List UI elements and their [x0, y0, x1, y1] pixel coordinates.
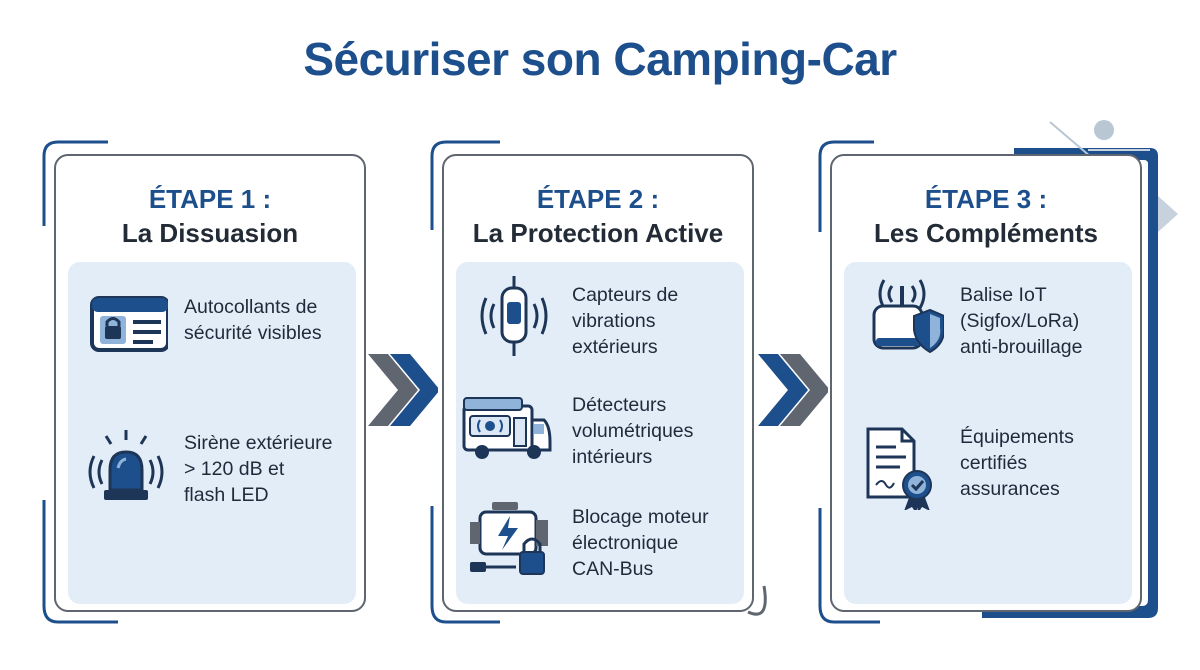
engine-lock-icon [470, 502, 548, 575]
step-card-3: ÉTAPE 3 : Les Compléments Balise IoT (Si… [830, 154, 1142, 612]
chevron-arrow-icon [758, 354, 828, 426]
siren-icon [88, 430, 164, 500]
step-label: ÉTAPE 1 : [148, 184, 272, 214]
item-text: Équipements certifiés assurances [960, 426, 1074, 500]
motorhome-detector-icon [462, 397, 552, 459]
vibration-sensor-icon [480, 276, 548, 356]
item-text: Blocage moteur électronique CAN-Bus [572, 506, 709, 580]
step-label: ÉTAPE 2 : [536, 184, 660, 214]
step-header: ÉTAPE 1 : La Dissuasion [56, 182, 364, 250]
page-title: Sécuriser son Camping-Car [303, 33, 897, 85]
item-text: Détecteurs volumétriques intérieurs [572, 394, 694, 468]
step-name: La Protection Active [472, 218, 724, 248]
iot-beacon-icon [872, 279, 944, 354]
step-label: ÉTAPE 3 : [924, 184, 1048, 214]
step-card-2: ÉTAPE 2 : La Protection Active Capteurs … [442, 154, 754, 612]
certified-document-icon [866, 427, 932, 510]
item-text: Sirène extérieure > 120 dB et flash LED [184, 432, 333, 506]
step-name: Les Compléments [874, 218, 1098, 248]
security-sticker-icon [90, 296, 168, 352]
step-panel: Capteurs de vibrations extérieurs Détec [456, 262, 744, 604]
chevron-arrow-icon [368, 354, 438, 426]
step-card-1: ÉTAPE 1 : La Dissuasion Autocollants de … [54, 154, 366, 612]
step-header: ÉTAPE 3 : Les Compléments [832, 182, 1140, 250]
item-text: Autocollants de sécurité visibles [184, 296, 322, 344]
item-text: Balise IoT (Sigfox/LoRa) anti-brouillage [960, 284, 1083, 358]
step-header: ÉTAPE 2 : La Protection Active [444, 182, 752, 250]
item-text: Capteurs de vibrations extérieurs [572, 284, 679, 358]
step-panel: Autocollants de sécurité visibles Sirène… [68, 262, 356, 604]
step-panel: Balise IoT (Sigfox/LoRa) anti-brouillage [844, 262, 1132, 604]
step-name: La Dissuasion [121, 218, 299, 248]
